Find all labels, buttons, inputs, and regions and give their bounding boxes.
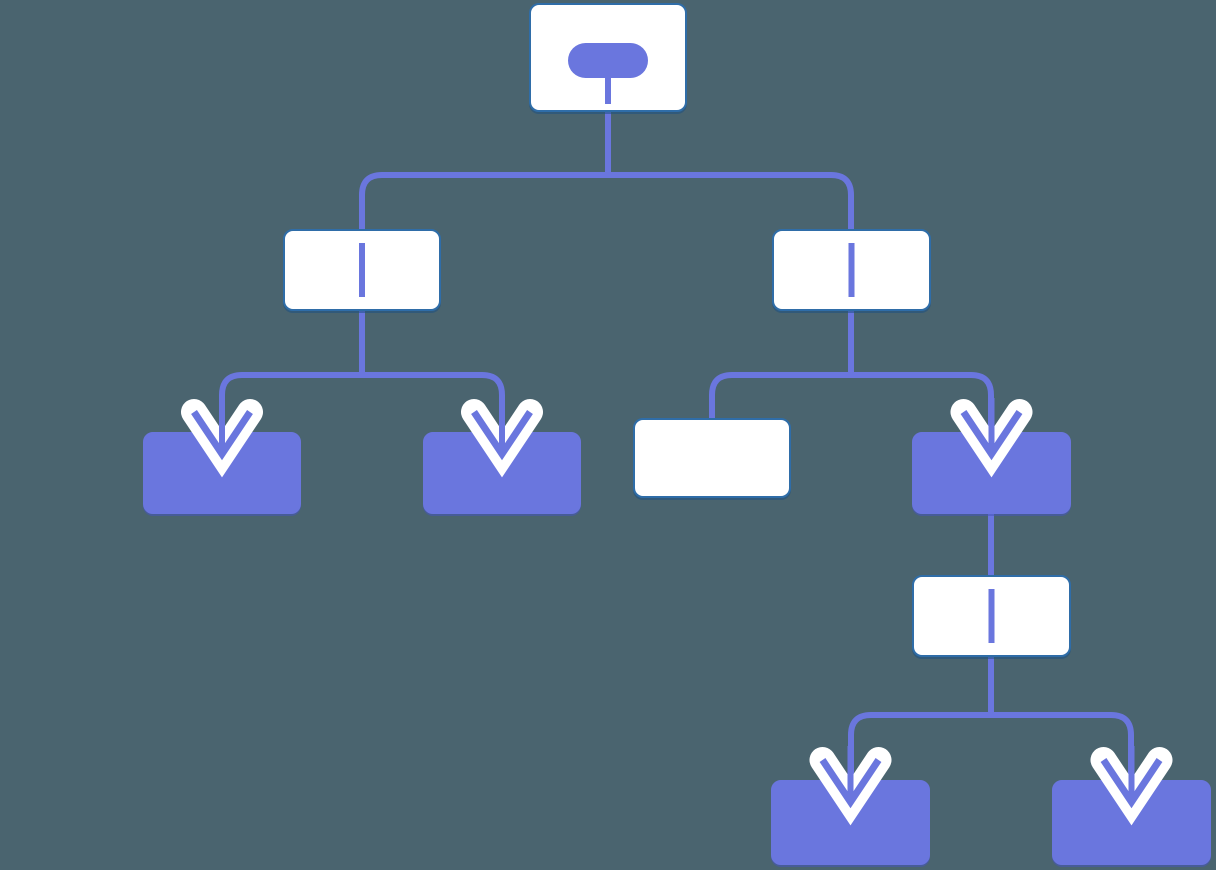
edge-n-l1b-to-n-l2c [709,372,851,418]
node-n-l2c[interactable] [633,418,791,498]
edge-root-to-n-l1b [608,172,854,229]
node-n-l4a[interactable] [771,780,930,865]
edge-n-l1a-to-n-l2a [219,372,362,432]
node-n-l2a[interactable] [143,432,301,514]
edge-n-l1a-to-n-l2b [362,372,505,432]
node-root[interactable] [529,3,687,112]
node-n-l1b[interactable] [772,229,931,311]
edge-n-l3a-to-n-l4a [848,712,991,780]
node-n-l1a[interactable] [283,229,441,311]
node-n-l3a[interactable] [912,575,1071,657]
node-n-l2b[interactable] [423,432,581,514]
node-n-l2d[interactable] [912,432,1071,514]
edge-n-l3a-to-n-l4b [991,712,1134,780]
edge-n-l1b-to-n-l2d [851,372,994,432]
node-n-l4b[interactable] [1052,780,1211,865]
edge-root-to-n-l1a [359,172,608,229]
node-root-pill [568,43,648,78]
